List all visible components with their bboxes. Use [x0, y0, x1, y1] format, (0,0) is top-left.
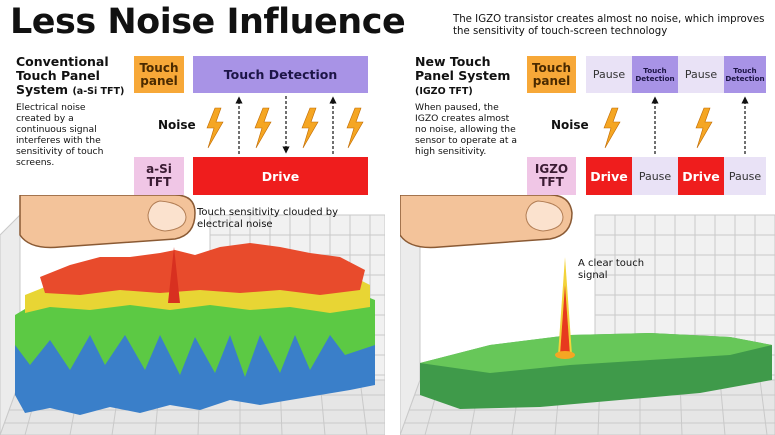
left-touch-detection-box: Touch Detection — [193, 56, 368, 93]
left-drive-label: Drive — [261, 168, 300, 184]
right-drive-label-1: Drive — [590, 168, 628, 184]
right-pause-label-4: Pause — [728, 169, 762, 183]
right-panel-heading: New Touch Panel System (IGZO TFT) — [415, 55, 510, 99]
right-tft-box: IGZO TFT — [527, 157, 576, 195]
right-callout: A clear touch signal — [578, 258, 645, 281]
lightning-bolt-icon — [603, 107, 621, 149]
right-pause-box-2: Pause — [678, 56, 724, 93]
right-touch-detection-box-2: Touch Detection — [724, 56, 766, 93]
left-touch-panel-label: Touch panel — [139, 60, 179, 88]
right-pause-label-2: Pause — [684, 68, 718, 81]
left-noise-surface-plot — [0, 195, 385, 435]
left-noise-label: Noise — [158, 118, 196, 132]
right-heading-line1: New Touch — [415, 54, 491, 69]
lightning-bolt-icon — [346, 107, 364, 149]
left-callout: Touch sensitivity clouded by electrical … — [197, 207, 339, 230]
right-touch-detection-box-1: Touch Detection — [632, 56, 678, 93]
left-panel-heading: Conventional Touch Panel System (a-Si TF… — [16, 55, 124, 99]
right-touch-panel-box: Touch panel — [527, 56, 576, 93]
right-noise-arrows — [603, 96, 749, 154]
right-drive-box-1: Drive — [586, 157, 632, 195]
right-drive-label-2: Drive — [682, 168, 720, 184]
right-touch-detection-label-2: Touch Detection — [725, 65, 765, 83]
lightning-bolt-icon — [206, 107, 224, 149]
lightning-bolt-icon — [301, 107, 319, 149]
right-pause-box-3: Pause — [632, 157, 678, 195]
left-heading-line2: Touch Panel — [16, 68, 100, 83]
page-title: Less Noise Influence — [10, 2, 406, 42]
panel-divider — [398, 50, 399, 430]
finger-icon — [400, 195, 573, 249]
left-tft-box: a-Si TFT — [134, 157, 184, 195]
touch-spike — [168, 247, 180, 303]
right-pause-label-1: Pause — [592, 68, 626, 81]
right-touch-detection-label-1: Touch Detection — [635, 65, 675, 83]
left-noise-arrows — [206, 96, 364, 154]
right-noise-label: Noise — [551, 118, 589, 132]
lightning-bolt-icon — [254, 107, 272, 149]
left-heading-line3: System — [16, 82, 69, 97]
right-pause-label-3: Pause — [638, 169, 672, 183]
left-tft-label: a-Si TFT — [146, 162, 172, 189]
left-description: Electrical noise created by a continuous… — [16, 102, 104, 168]
left-touch-detection-label: Touch Detection — [223, 67, 338, 82]
page-subtitle: The IGZO transistor creates almost no no… — [453, 14, 765, 37]
left-drive-box: Drive — [193, 157, 368, 195]
right-description: When paused, the IGZO creates almost no … — [415, 102, 517, 157]
right-pause-box-1: Pause — [586, 56, 632, 93]
right-touch-panel-label: Touch panel — [531, 60, 572, 88]
lightning-bolt-icon — [695, 107, 713, 149]
right-pause-box-4: Pause — [724, 157, 766, 195]
right-noise-surface-plot — [400, 195, 775, 435]
right-heading-line2: Panel System — [415, 68, 511, 83]
touch-spike — [560, 285, 570, 355]
right-tft-label: IGZO TFT — [534, 162, 569, 189]
right-heading-tag: (IGZO TFT) — [415, 86, 473, 97]
left-heading-line1: Conventional — [16, 54, 109, 69]
left-touch-panel-box: Touch panel — [134, 56, 184, 93]
finger-icon — [19, 195, 196, 249]
right-drive-box-2: Drive — [678, 157, 724, 195]
left-heading-tag: (a-Si TFT) — [72, 86, 125, 97]
